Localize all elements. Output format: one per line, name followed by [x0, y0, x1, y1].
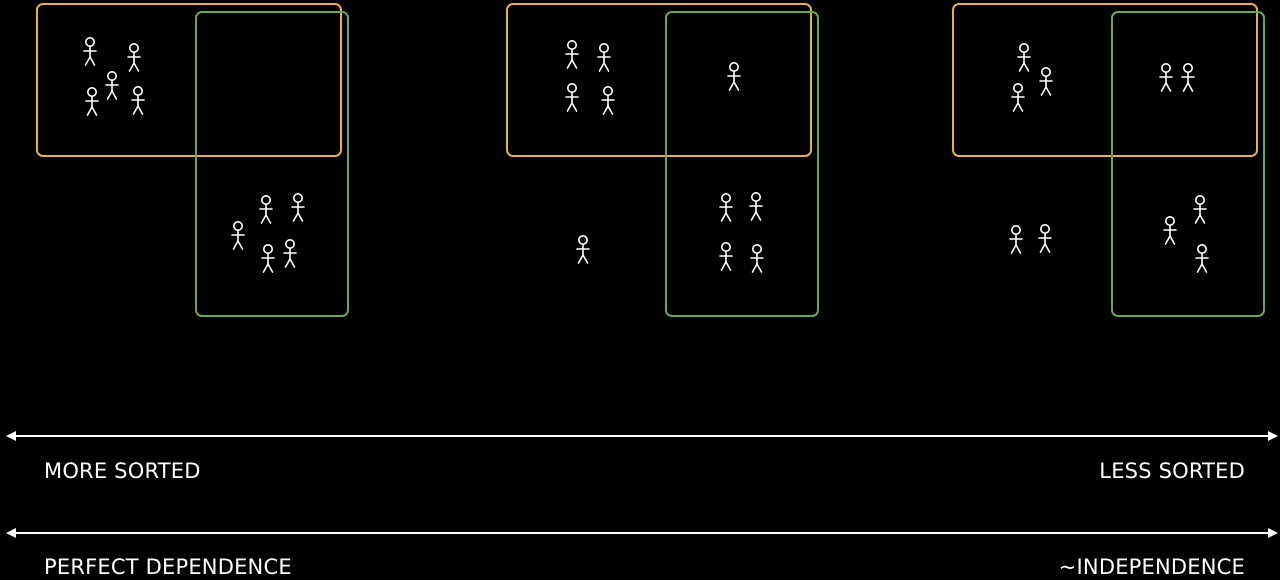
panel-1: [37, 4, 348, 316]
person-icon: [566, 84, 578, 111]
person-icon: [577, 236, 589, 263]
person-icon: [1196, 245, 1208, 272]
person-icon: [598, 44, 610, 71]
independence-label: ~INDEPENDENCE: [1059, 555, 1245, 579]
person-icon: [1182, 64, 1194, 91]
dependence-axis-arrow: [6, 528, 1278, 538]
person-icon: [1039, 225, 1051, 252]
person-icon: [1194, 196, 1206, 223]
person-icon: [602, 87, 614, 114]
person-icon: [260, 196, 272, 223]
person-icon: [1010, 226, 1022, 253]
person-icon: [728, 63, 740, 90]
person-icon: [292, 194, 304, 221]
person-icon: [232, 222, 244, 249]
person-icon: [751, 245, 763, 272]
panel-3: [953, 4, 1264, 316]
more-sorted-label: MORE SORTED: [44, 459, 201, 483]
person-icon: [284, 240, 296, 267]
person-icon: [750, 193, 762, 220]
person-icon: [128, 44, 140, 71]
person-icon: [1012, 84, 1024, 111]
panel-2: [507, 4, 818, 316]
person-icon: [106, 72, 118, 99]
person-icon: [132, 87, 144, 114]
set-b-box: [666, 12, 818, 316]
less-sorted-label: LESS SORTED: [1099, 459, 1245, 483]
set-a-box: [37, 4, 341, 156]
perfect-dependence-label: PERFECT DEPENDENCE: [44, 555, 292, 579]
person-icon: [262, 245, 274, 272]
person-icon: [720, 243, 732, 270]
set-a-box: [953, 4, 1257, 156]
set-b-box: [1112, 12, 1264, 316]
person-icon: [720, 194, 732, 221]
person-icon: [84, 38, 96, 65]
sorting-axis-arrow: [6, 431, 1278, 441]
set-a-box: [507, 4, 811, 156]
person-icon: [1160, 64, 1172, 91]
person-icon: [566, 41, 578, 68]
person-icon: [86, 88, 98, 115]
person-icon: [1018, 44, 1030, 71]
person-icon: [1164, 217, 1176, 244]
person-icon: [1040, 68, 1052, 95]
